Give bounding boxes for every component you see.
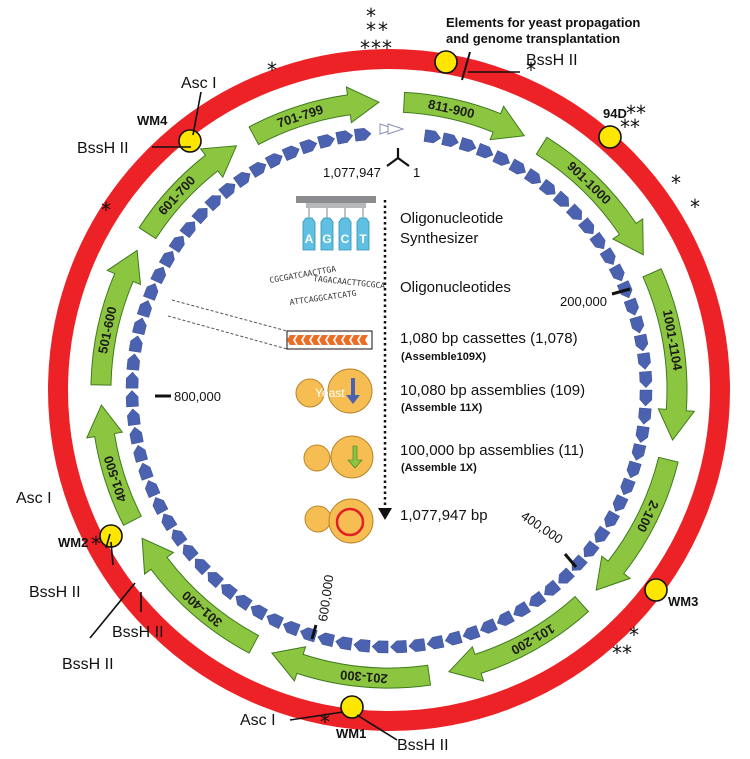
svg-text:*: * xyxy=(526,58,536,82)
d94-label: 94D xyxy=(603,106,627,121)
bssh2-mid-label: BssH II xyxy=(112,624,164,641)
label-800k: 800,000 xyxy=(174,389,221,404)
segment-arrow xyxy=(535,136,644,256)
label-400k: 400,000 xyxy=(518,508,565,547)
label-600k: 600,000 xyxy=(315,574,336,623)
svg-text:*: * xyxy=(91,532,101,556)
cassettes-label: 1,080 bp cassettes (1,078) xyxy=(400,330,578,347)
origin-right-label: 1 xyxy=(413,165,420,180)
svg-text:ATTCAGGCATCATG: ATTCAGGCATCATG xyxy=(289,289,357,307)
segment-arrow xyxy=(595,456,679,591)
bssh2-low-label: BssH II xyxy=(62,656,114,673)
origin-arrows xyxy=(379,123,405,135)
site-marker-circle xyxy=(434,50,458,74)
a10k-label: 10,080 bp assemblies (109) xyxy=(400,382,585,399)
segment-arrow xyxy=(642,268,696,441)
zoom-line-top xyxy=(171,299,288,332)
yeast-cell-10k xyxy=(295,368,373,414)
segment-arrows xyxy=(85,86,696,689)
oligo-sequences: CGCGATCAACTTGA TAGACAACTTGCGCA ATTCAGGCA… xyxy=(269,264,386,307)
bssh2-wm1-label: BssH II xyxy=(397,737,449,754)
outer-genome-ring xyxy=(48,49,730,731)
synth-label-1: Oligonucleotide xyxy=(400,210,503,227)
segment-arrow xyxy=(138,145,238,240)
svg-text:*: * xyxy=(101,198,111,222)
svg-text:*: * xyxy=(690,195,700,219)
label-200k: 200,000 xyxy=(560,294,607,309)
origin-left-label: 1,077,947 xyxy=(323,165,381,180)
segment-arrow xyxy=(447,595,590,682)
a100k-sub: (Assemble 1X) xyxy=(401,462,477,474)
svg-text:TAGACAACTTGCGCA: TAGACAACTTGCGCA xyxy=(313,274,386,291)
svg-text:*: * xyxy=(366,4,376,28)
segment-label: 201-300 xyxy=(339,667,388,686)
site-marker-circle xyxy=(644,578,668,602)
tick-200k xyxy=(611,287,631,296)
svg-text:C: C xyxy=(341,232,350,246)
segment-arrow xyxy=(141,537,260,654)
wm1-label: WM1 xyxy=(336,726,366,741)
bssh2-wm2-label: BssH II xyxy=(29,584,81,601)
tick-600k xyxy=(310,624,318,640)
segment-arrow xyxy=(90,249,142,386)
svg-text:**: ** xyxy=(366,18,390,42)
tick-400k xyxy=(563,553,578,568)
yeast-cell-100k xyxy=(303,435,374,479)
oligos-label: Oligonucleotides xyxy=(400,279,511,296)
yeast-label: Yeast xyxy=(315,386,345,400)
asc1-wm1-label: Asc I xyxy=(240,712,276,729)
leader-lines xyxy=(89,71,520,741)
wm3-label: WM3 xyxy=(668,594,698,609)
site-marker-circle xyxy=(178,129,202,153)
svg-text:*: * xyxy=(267,58,277,82)
final-label: 1,077,947 bp xyxy=(400,507,488,524)
segment-arrow xyxy=(248,86,380,146)
svg-text:*: * xyxy=(629,623,639,647)
a100k-label: 100,000 bp assemblies (11) xyxy=(400,442,584,459)
mutation-stars: * ** *** * * ** ** * * * * * ** * xyxy=(91,4,700,734)
svg-text:**: ** xyxy=(612,641,632,665)
origin-marker xyxy=(386,148,410,167)
asc1-wm2-label: Asc I xyxy=(16,490,52,507)
workflow-arrow-head xyxy=(378,508,392,520)
svg-text:*: * xyxy=(671,171,681,195)
wm2-label: WM2 xyxy=(58,535,88,550)
site-marker-circle xyxy=(340,695,364,719)
cassette-ring xyxy=(125,127,653,654)
segment-arrow xyxy=(402,91,526,141)
cassette-box-icon xyxy=(286,330,373,350)
svg-text:***: *** xyxy=(360,36,393,60)
synth-label-2: Synthesizer xyxy=(400,230,478,247)
asc1-wm4-label: Asc I xyxy=(181,75,217,92)
bssh2-wm4-label: BssH II xyxy=(77,140,129,157)
zoom-line-bottom xyxy=(167,315,288,350)
svg-text:**: ** xyxy=(626,101,646,125)
segment-arrow xyxy=(85,404,142,526)
svg-text:T: T xyxy=(359,232,367,246)
header-line-2: and genome transplantation xyxy=(446,31,620,46)
svg-text:*: * xyxy=(320,710,330,734)
svg-text:A: A xyxy=(305,232,314,246)
cassettes-sub: (Assemble109X) xyxy=(401,351,486,363)
a10k-sub: (Assemble 11X) xyxy=(401,402,483,414)
header-line-1: Elements for yeast propagation xyxy=(446,15,640,30)
segment-label: 901-1000 xyxy=(564,158,614,207)
bssh2-top-label: BssH II xyxy=(526,52,578,69)
top-junction-mark xyxy=(461,51,471,81)
wm4-label: WM4 xyxy=(137,113,168,128)
yeast-cell-final xyxy=(304,498,374,544)
site-marker-circle xyxy=(598,125,622,149)
svg-text:**: ** xyxy=(620,115,640,139)
svg-text:G: G xyxy=(322,232,331,246)
segment-arrow xyxy=(270,646,432,689)
segment-label: 601-700 xyxy=(155,173,198,218)
